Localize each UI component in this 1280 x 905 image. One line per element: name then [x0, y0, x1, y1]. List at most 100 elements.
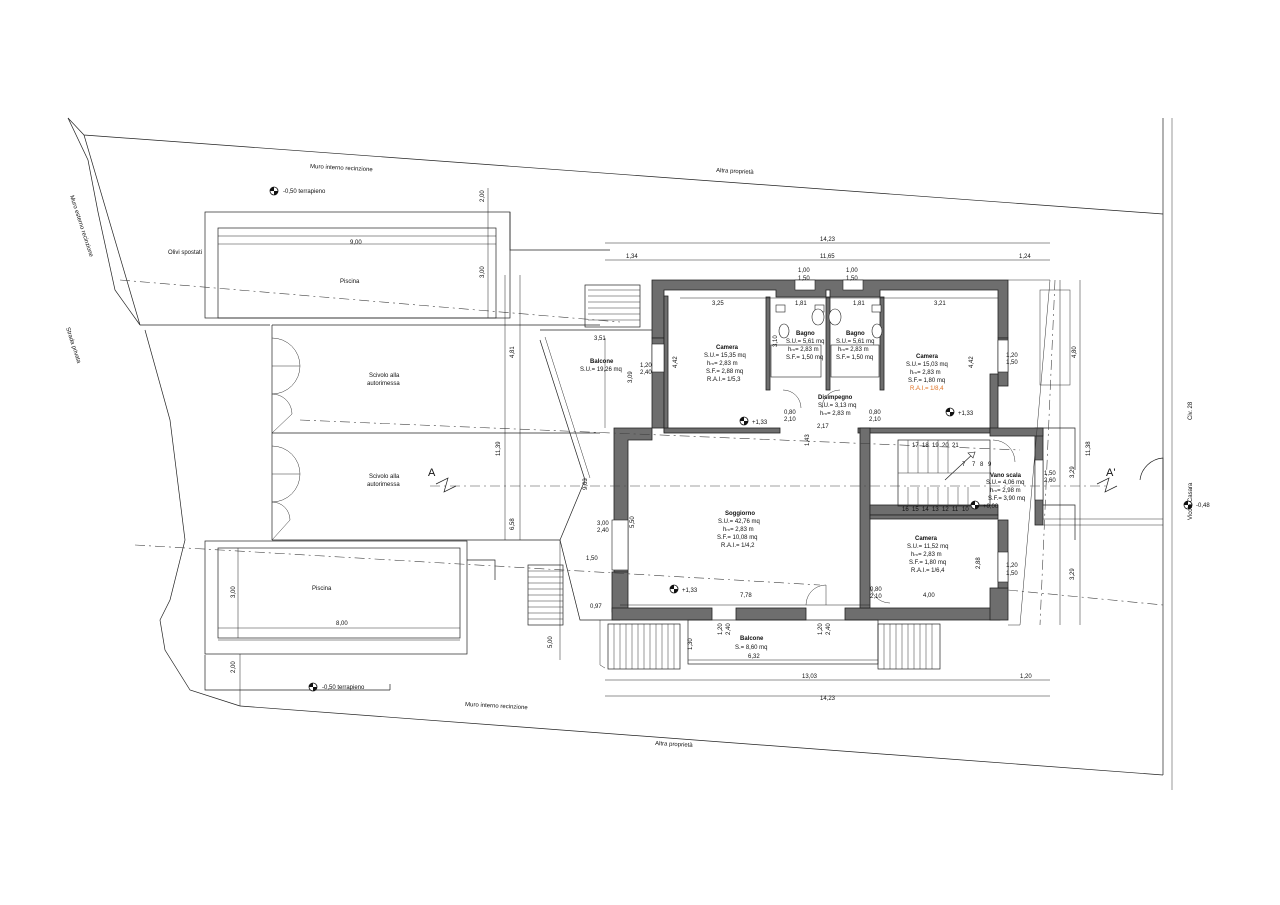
- label-name: Camera: [916, 354, 939, 360]
- level-markers: -0,50 terrapieno -0,50 terrapieno +1,33 …: [269, 186, 1210, 692]
- label-l3: S.F.= 2,88 mq: [706, 369, 743, 375]
- label-d-310: 3,10: [773, 335, 779, 347]
- label-d-300-pool2: 3,00: [231, 586, 237, 598]
- strada-privata: Strada privata: [64, 327, 81, 365]
- altra-bottom: Altra proprietà: [655, 741, 694, 749]
- label-d-900: 9,00: [350, 240, 362, 246]
- label-l1: S.U.= 5,61 mq: [836, 339, 875, 345]
- label-l3: S.F.= 3,90 mq: [988, 496, 1025, 502]
- label-l3: S.F.= 10,08 mq: [717, 535, 758, 541]
- label-l2: hₘ= 2,83 m: [838, 347, 869, 353]
- label-d-442-r: 4,42: [969, 356, 975, 368]
- label-d-1165: 11,65: [820, 254, 835, 260]
- stair-step-7a: 7: [962, 462, 966, 468]
- label-d-963: 9,63: [583, 478, 589, 490]
- label-name: Balcone: [590, 359, 614, 365]
- vicolo-label: Vicolo Casara: [1188, 482, 1194, 520]
- label-d-210-a: 2,10: [784, 417, 796, 423]
- label-l4: R.A.I.= 1/4,2: [721, 543, 755, 549]
- level-icon: [739, 416, 749, 426]
- label-l2: hₘ= 2,83 m: [707, 361, 738, 367]
- stair-step-7b: 7: [972, 462, 976, 468]
- label-d-097: 0,97: [590, 604, 602, 610]
- label-d-632: 6,32: [748, 654, 760, 660]
- label-d-150b: 1,50: [846, 276, 858, 282]
- label-d-080-210-c: 0,80: [870, 587, 882, 593]
- wall-outer: Muro esterno recinzione: [68, 195, 94, 259]
- label-name: Camera: [716, 345, 739, 351]
- site-labels: Muro interno recinzione Altra proprietà …: [64, 164, 1194, 749]
- level-icon: [1183, 500, 1193, 510]
- olivi-label: Olivi spostati: [168, 250, 202, 256]
- label-d-124: 1,24: [1019, 254, 1031, 260]
- altra-top: Altra proprietà: [716, 168, 755, 176]
- windows: [611, 279, 1044, 583]
- level-right: -0,48: [1196, 503, 1210, 509]
- label-d-240b: 2,40: [597, 528, 609, 534]
- label-d-260: 2,60: [1044, 478, 1056, 484]
- label-l1: S.U.= 15,03 mq: [906, 362, 948, 368]
- label-d-300-pool1: 3,00: [480, 266, 486, 278]
- room-camera-ne: Camera S.U.= 15,03 mq hₘ= 2,83 m S.F.= 1…: [906, 354, 948, 392]
- section-a: A: [428, 467, 436, 479]
- label-d-400: 4,00: [923, 593, 935, 599]
- label-l3: S.F.= 1,50 mq: [836, 355, 873, 361]
- terrapieno-top: -0,50 terrapieno: [283, 189, 326, 195]
- stair-step-12: 12: [942, 507, 949, 513]
- label-d-351: 3,51: [594, 336, 606, 342]
- room-camera-nw: Camera S.U.= 15,35 mq hₘ= 2,83 m S.F.= 2…: [704, 345, 746, 383]
- label-d-120-240-s1: 1,20: [718, 623, 724, 635]
- label-d-217: 2,17: [817, 424, 829, 430]
- label-l4: R.A.I.= 1/6,4: [911, 568, 945, 574]
- label-d-150a: 1,50: [798, 276, 810, 282]
- label-d-150-260: 1,50: [1044, 471, 1056, 477]
- label-d-480-r: 4,80: [1072, 346, 1078, 358]
- label-d-150-se: 1,50: [1006, 571, 1018, 577]
- label-l2: hₘ= 2,83 m: [910, 370, 941, 376]
- level-camera-nw: +1,33: [752, 420, 768, 426]
- label-d-240: 2,40: [640, 370, 652, 376]
- label-d-500: 5,00: [548, 636, 554, 648]
- label-d-1423-bot: 14,23: [820, 696, 836, 702]
- stair-step-11: 11: [952, 507, 959, 513]
- level-icon: [269, 186, 279, 196]
- bath-fixtures: [770, 304, 883, 378]
- ramp-1-line2: autorimessa: [367, 381, 400, 387]
- level-scala: +0,00: [983, 504, 999, 510]
- label-l2: hₘ= 2,83 m: [723, 527, 754, 533]
- terrapieno-bottom: -0,50 terrapieno: [322, 685, 365, 691]
- level-icon: [669, 584, 679, 594]
- label-d-100b: 1,00: [846, 268, 858, 274]
- label-d-300-550: 3,00: [597, 521, 609, 527]
- label-name: Bagno: [846, 331, 865, 337]
- label-d-778: 7,78: [740, 593, 752, 599]
- stair: 17 18 19 20 21 7 7 8 9 16 15 14 13 12 11…: [897, 439, 992, 513]
- label-d-1138-r: 11,38: [1086, 441, 1092, 456]
- label-d-288: 2,88: [976, 557, 982, 569]
- label-d-481-l: 4,81: [510, 346, 516, 358]
- label-d-200-top: 2,00: [480, 190, 486, 202]
- level-icon: [945, 407, 955, 417]
- label-l4: R.A.I.= 1/8,4: [910, 386, 944, 392]
- level-soggiorno: +1,33: [682, 588, 698, 594]
- garage-ramps: Scivolo alla autorimessa Scivolo alla au…: [271, 324, 600, 541]
- ramp-2-line1: Scivolo alla: [369, 474, 400, 480]
- stair-step-21: 21: [952, 443, 959, 449]
- label-d-120-150-se: 1,20: [1006, 563, 1018, 569]
- label-d-181a: 1,81: [795, 301, 807, 307]
- label-d-080-210-b: 0,80: [869, 410, 881, 416]
- dashed-lines: [119, 279, 1164, 626]
- label-d-329-b: 3,29: [1070, 568, 1076, 580]
- stair-step-14: 14: [922, 507, 929, 513]
- label-d-210-b: 2,10: [869, 417, 881, 423]
- room-camera-se: Camera S.U.= 11,52 mq hₘ= 2,83 m S.F.= 1…: [907, 536, 948, 574]
- stair-step-20: 20: [942, 443, 949, 449]
- section-markers: A A': [428, 467, 1118, 493]
- label-l3: S.F.= 1,50 mq: [786, 355, 823, 361]
- label-l3: S.F.= 1,80 mq: [909, 560, 946, 566]
- label-d-120-150-r: 1,20: [1006, 353, 1018, 359]
- label-d-1139-l: 11,39: [496, 441, 502, 456]
- east-outline: [599, 279, 1164, 669]
- site-boundary: [67, 117, 1173, 790]
- label-name: Bagno: [796, 331, 815, 337]
